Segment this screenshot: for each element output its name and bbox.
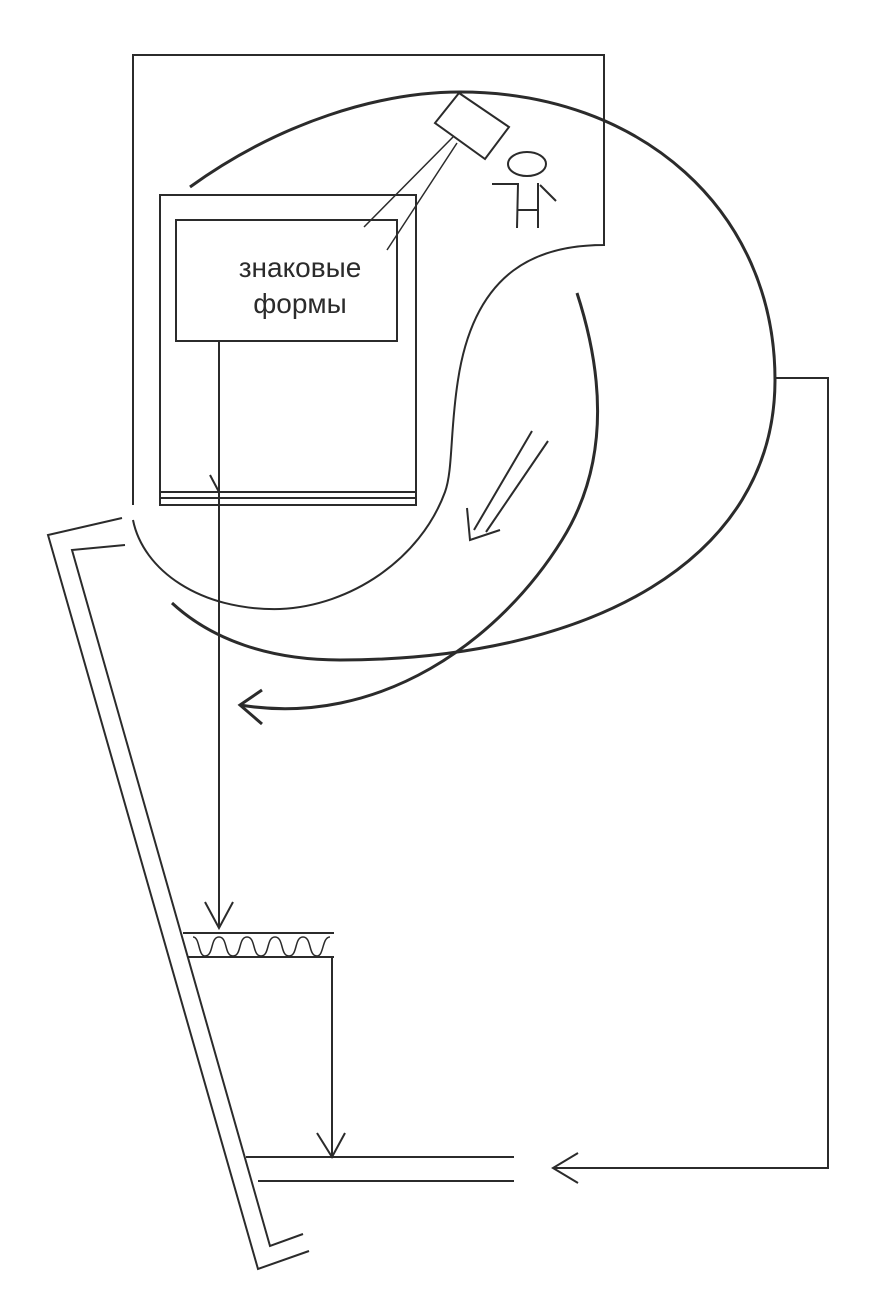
outer-frame bbox=[132, 54, 605, 611]
return-arc-arrowhead bbox=[237, 688, 263, 726]
person-icon bbox=[492, 151, 557, 229]
small-arrowhead bbox=[209, 474, 220, 493]
feedback-loop-line bbox=[553, 377, 829, 1169]
double-arrow-line-1 bbox=[473, 430, 533, 531]
sign-forms-label-1: знаковые bbox=[239, 252, 362, 283]
slanted-bar-outer bbox=[46, 517, 310, 1271]
return-arc bbox=[239, 292, 600, 711]
sign-forms-label-2: формы bbox=[253, 288, 347, 319]
sign-forms-box bbox=[175, 219, 398, 342]
wave-arrowhead bbox=[204, 901, 234, 931]
feedback-arrowhead bbox=[551, 1152, 579, 1184]
slanted-bar-inner bbox=[70, 544, 304, 1248]
book-outer bbox=[159, 194, 417, 506]
double-arrow-line-2 bbox=[485, 440, 549, 533]
camera-ray-2 bbox=[386, 142, 458, 251]
wave-pattern bbox=[192, 936, 331, 957]
camera-icon bbox=[433, 91, 511, 161]
camera-ray-1 bbox=[363, 136, 454, 228]
large-arc bbox=[170, 90, 777, 662]
double-arrowhead bbox=[466, 507, 501, 542]
